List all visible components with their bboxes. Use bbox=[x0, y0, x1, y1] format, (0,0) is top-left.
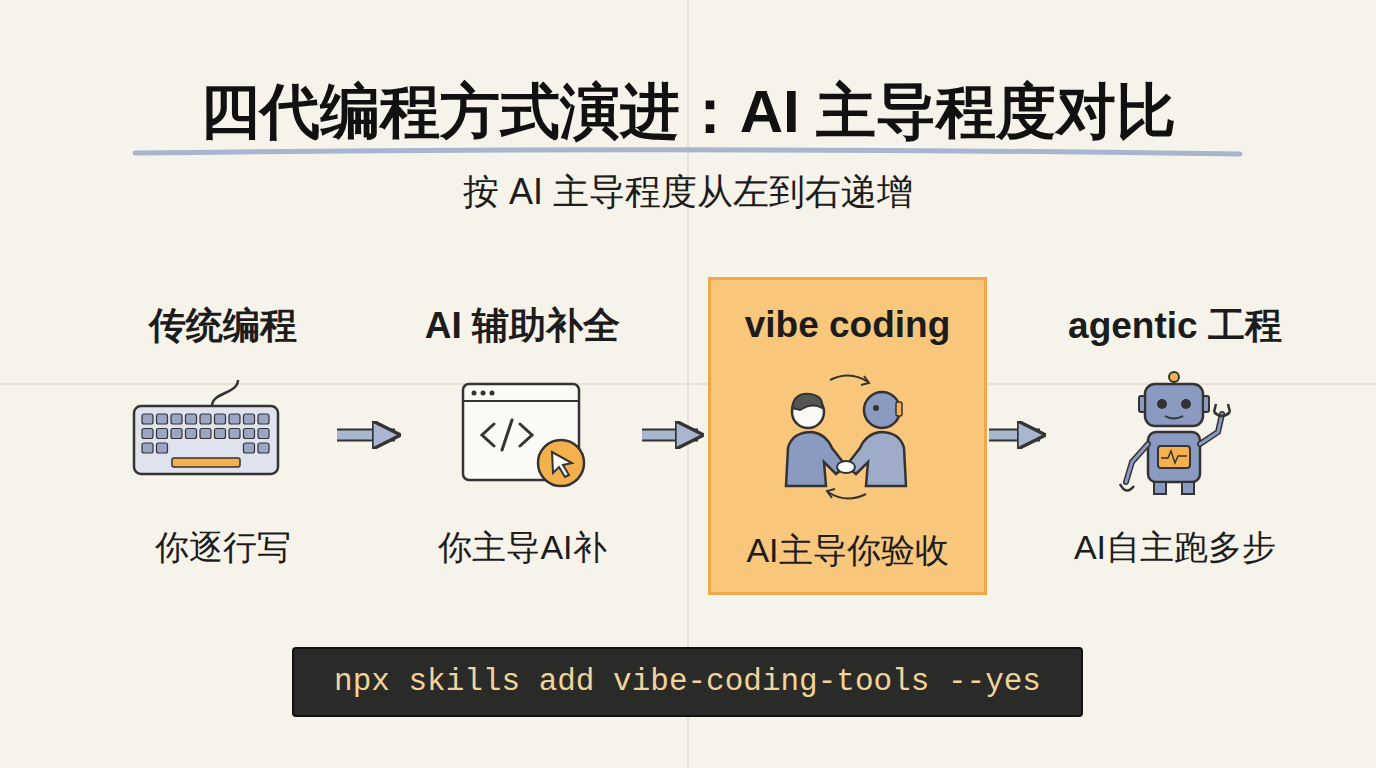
stage-heading: AI 辅助补全 bbox=[405, 301, 640, 351]
stage-heading: vibe coding bbox=[711, 304, 984, 346]
stage-heading: 传统编程 bbox=[110, 301, 335, 351]
stage-description: 你逐行写 bbox=[110, 525, 335, 571]
title: 四代编程方式演进：AI 主导程度对比 bbox=[0, 72, 1376, 153]
robot-icon bbox=[1120, 372, 1230, 494]
title-underline bbox=[135, 150, 1240, 154]
stage-column: 传统编程你逐行写 bbox=[110, 277, 335, 595]
stage-arrow bbox=[989, 435, 1040, 436]
stage-description: 你主导AI补 bbox=[405, 525, 640, 571]
human-ai-handshake-icon bbox=[786, 375, 906, 498]
stage-arrow bbox=[337, 435, 395, 436]
stage-heading: agentic 工程 bbox=[1050, 301, 1300, 351]
install-command: npx skills add vibe-coding-tools --yes bbox=[293, 664, 1082, 699]
stage-description: AI自主跑多步 bbox=[1050, 525, 1300, 571]
stage-column: AI 辅助补全你主导AI补 bbox=[405, 277, 640, 595]
highlighted-stage-box: vibe codingAI主导你验收 bbox=[708, 277, 987, 595]
stage-arrow bbox=[642, 435, 698, 436]
code-window-icon bbox=[463, 384, 584, 486]
subtitle: 按 AI 主导程度从左到右递增 bbox=[0, 168, 1376, 217]
code-bar bbox=[293, 648, 1082, 716]
stage-column: agentic 工程 AI自主跑多步 bbox=[1050, 277, 1300, 595]
keyboard-icon bbox=[134, 380, 278, 474]
stage-description: AI主导你验收 bbox=[711, 528, 984, 574]
highlight-fill bbox=[708, 277, 987, 595]
